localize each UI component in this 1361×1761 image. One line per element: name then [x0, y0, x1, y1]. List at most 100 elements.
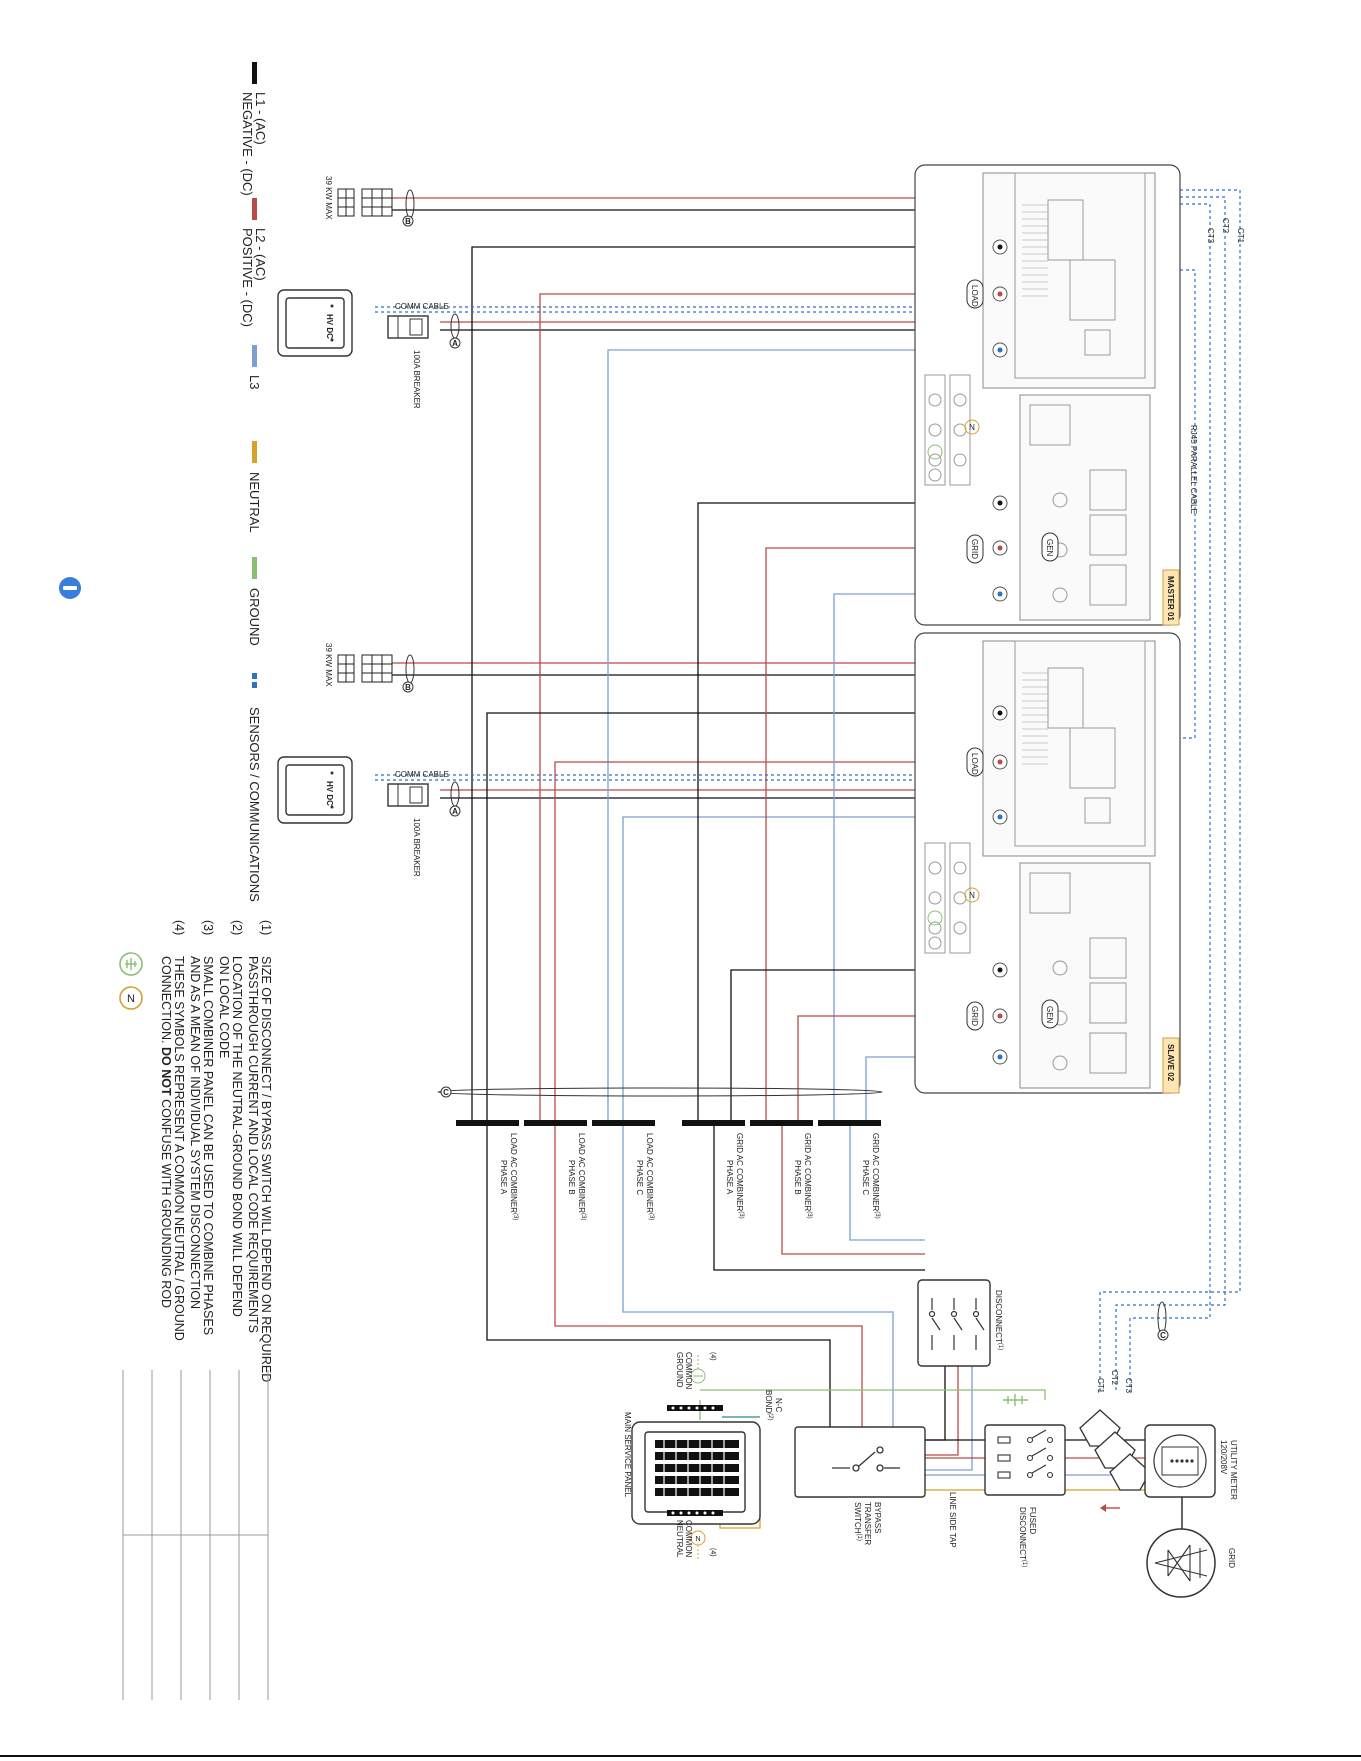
fused-disconnect: FUSED DISCONNECT(1): [984, 1424, 1066, 1567]
gen-label-slave: GEN: [1045, 1006, 1054, 1024]
legend-swatch-l2: [252, 198, 257, 220]
note-1-text: SIZE OF DISCONNECT / BYPASS SWITCH WILL …: [259, 956, 273, 1382]
legend-swatch-ground: [252, 557, 257, 579]
nc-bond-label-1: N-C: [774, 1398, 783, 1412]
grid-tower-icon: GRID: [1146, 1528, 1236, 1598]
bypass-label-2: TRANSFER: [863, 1502, 872, 1545]
utility-meter: UTILITY METER 120/208V: [1144, 1424, 1238, 1500]
meter-label-1: UTILITY METER: [1229, 1440, 1238, 1500]
combiner-phase-2: PHASE B: [567, 1160, 576, 1195]
legend-swatch-sensors-2: [252, 682, 257, 688]
legend-swatch-l1: [252, 62, 257, 84]
combiner-phase-1: PHASE A: [499, 1160, 508, 1195]
ground-bus-icon: [1003, 1394, 1028, 1406]
note-2-text: LOCATION OF THE NEUTRAL-GROUND BOND WILL…: [230, 956, 244, 1317]
fused-label-2: DISCONNECT(1): [1018, 1507, 1027, 1567]
grid-label-slave: GRID: [970, 1006, 979, 1026]
legend-label-sensors: SENSORS / COMMUNICATIONS: [247, 707, 262, 902]
combiner-label-1: LOAD AC COMBINER(3): [509, 1133, 518, 1220]
combiner-label-2: LOAD AC COMBINER(3): [577, 1133, 586, 1220]
ct-bottom-2: CT2: [1110, 1370, 1119, 1386]
ct-top-2: CT2: [1221, 218, 1230, 234]
ground-symbol-icon: [119, 952, 143, 976]
note-1-num: (1): [259, 920, 273, 935]
breaker-label-master: 100A BREAKER: [412, 350, 421, 409]
neutral-symbol-icon: N: [119, 986, 143, 1010]
marker-b-slave: B: [405, 683, 411, 692]
marker-a-master: A: [452, 339, 458, 348]
common-ground-label-1: COMMON: [684, 1352, 693, 1390]
legend-label-neutral: NEUTRAL: [247, 472, 262, 533]
battery-label-master: HV DC: [325, 314, 334, 339]
note-4-num: (4): [172, 920, 186, 935]
common-ground-sup: (4): [709, 1352, 716, 1361]
main-panel-label: MAIN SERVICE PANEL: [623, 1412, 632, 1498]
meter-label-2: 120/208V: [1219, 1440, 1228, 1475]
note-3-text2: AND AS A MEAN OF INDIVIDUAL SYSTEM DISCO…: [188, 956, 202, 1309]
bypass-transfer-switch: BYPASS TRANSFER SWITCH(1): [794, 1426, 926, 1545]
gen-label-master: GEN: [1045, 539, 1054, 557]
inverter-tag-slave: SLAVE 02: [1166, 1044, 1175, 1082]
note-2-text2: ON LOCAL CODE: [217, 956, 231, 1058]
inverter-master: LOAD N GRID GEN MASTER 01: [914, 164, 1181, 626]
ct-bottom-1: CT1: [1096, 1378, 1105, 1394]
pv-bundle-slave: B: [402, 654, 415, 693]
common-neutral: N (4) COMMON NEUTRAL: [675, 1520, 716, 1560]
ct-top-1: CT1: [1236, 228, 1245, 244]
bypass-label-1: BYPASS: [873, 1502, 882, 1533]
comm-cable-label-slave: COMM CABLE: [395, 770, 449, 779]
neutral-busbar: [667, 1510, 723, 1516]
note-3-text: SMALL COMBINER PANEL CAN BE USED TO COMB…: [201, 956, 215, 1335]
load-label-slave: LOAD: [970, 753, 979, 775]
disconnect: DISCONNECT(1): [917, 1279, 1003, 1367]
battery-slave: HV DC COMM CABLE 100A BREAKER A: [277, 756, 461, 877]
battery-label-slave: HV DC: [325, 781, 334, 806]
note-3-num: (3): [201, 920, 215, 935]
current-arrow-icon: [1100, 1504, 1120, 1512]
nc-bond-label-2: BOND(2): [764, 1390, 773, 1420]
common-neutral-label-1: COMMON: [684, 1520, 693, 1558]
disconnect-label: DISCONNECT(1): [994, 1290, 1003, 1350]
legend-label-l2-dc: POSITIVE - (DC): [240, 228, 255, 327]
notes: (1) SIZE OF DISCONNECT / BYPASS SWITCH W…: [119, 920, 273, 1700]
common-neutral-letter: N: [695, 1536, 700, 1543]
comm-bundle: C: [1157, 1301, 1169, 1341]
inverter-neutral-master: N: [969, 423, 975, 432]
common-neutral-sup: (4): [709, 1548, 716, 1557]
combiner-label-6: GRID AC COMBINER(3): [871, 1133, 880, 1219]
inverter-tag-master: MASTER 01: [1166, 576, 1175, 621]
combiner-labels: LOAD AC COMBINER(3) PHASE A LOAD AC COMB…: [499, 1133, 880, 1220]
legend-label-ground: GROUND: [247, 588, 262, 646]
fused-label-1: FUSED: [1028, 1507, 1037, 1534]
combiner-label-4: GRID AC COMBINER(3): [735, 1133, 744, 1219]
ct-top-3: CT3: [1206, 228, 1215, 244]
main-service-panel: MAIN SERVICE PANEL: [623, 1412, 761, 1525]
grid-label: GRID: [1227, 1548, 1236, 1568]
combiner-busbars: [456, 1120, 881, 1126]
breaker-label-slave: 100A BREAKER: [412, 818, 421, 877]
combiner-phase-4: PHASE A: [725, 1160, 734, 1195]
common-neutral-label-2: NEUTRAL: [675, 1520, 684, 1558]
line-side-tap-label: LINE SIDE TAP: [948, 1492, 957, 1548]
ct-clamps: [1079, 1409, 1151, 1491]
note-1-text2: PASSTHROUGH CURRENT AND LOCAL CODE REQUI…: [246, 956, 260, 1333]
bypass-label-3: SWITCH(1): [853, 1502, 862, 1541]
ac-bundle: C: [437, 1086, 883, 1098]
ct-bottom-3: CT3: [1124, 1378, 1133, 1394]
note-4-text2: CONNECTION. DO NOT CONFUSE WITH GROUNDIN…: [159, 956, 173, 1308]
legend-label-l3: L3: [247, 375, 262, 389]
marker-b-master: B: [405, 217, 411, 226]
pv-array-master: 39 KW MAX: [324, 176, 393, 220]
pv-bundle-master: B: [402, 189, 415, 227]
common-ground-label-2: GROUND: [675, 1352, 684, 1388]
info-icon[interactable]: [59, 577, 81, 599]
legend-label-l1-dc: NEGATIVE - (DC): [240, 92, 255, 196]
combiner-phase-6: PHASE C: [861, 1160, 870, 1195]
battery-master: HV DC COMM CABLE 100A BREAKER A: [277, 289, 461, 409]
pv-label-slave: 39 KW MAX: [324, 643, 333, 687]
legend-swatch-l3: [252, 345, 257, 367]
ground-busbar: [667, 1405, 723, 1411]
legend-label-l1: L1 - (AC): [253, 92, 268, 145]
combiner-label-3: LOAD AC COMBINER(3): [645, 1133, 654, 1220]
notes-table-grid: [122, 1370, 269, 1700]
